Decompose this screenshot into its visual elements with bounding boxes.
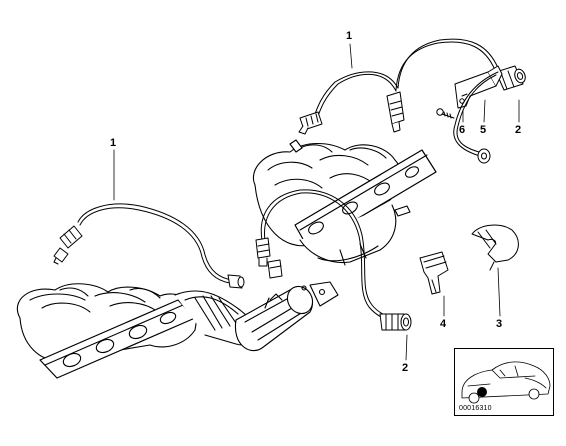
callout-leaders — [113, 43, 520, 361]
sensor-lead-bracket — [453, 71, 499, 164]
oxygen-sensor-left — [53, 203, 245, 289]
callout-screw: 6 — [459, 124, 466, 136]
connector-lower — [379, 313, 412, 331]
cable-clip — [471, 224, 519, 271]
exhaust-manifold-left — [16, 281, 339, 379]
callout-clip-right: 3 — [496, 318, 503, 330]
connector-upper-right — [495, 65, 526, 91]
diagram-reference-code: 00016310 — [458, 405, 493, 412]
screw — [436, 108, 455, 119]
callout-sensor-left: 1 — [110, 137, 117, 149]
oxygen-sensor-upper — [298, 38, 499, 135]
callout-connector-upper-right: 2 — [515, 124, 522, 136]
callout-clip-left: 4 — [440, 318, 447, 330]
callout-sensor-upper: 1 — [346, 30, 353, 42]
exhaust-manifold-right — [252, 139, 437, 266]
callout-bracket: 5 — [480, 124, 487, 136]
clip-holder — [419, 251, 449, 295]
callout-connector-lower: 2 — [402, 362, 409, 374]
oxygen-sensor-right-lower — [255, 189, 401, 326]
